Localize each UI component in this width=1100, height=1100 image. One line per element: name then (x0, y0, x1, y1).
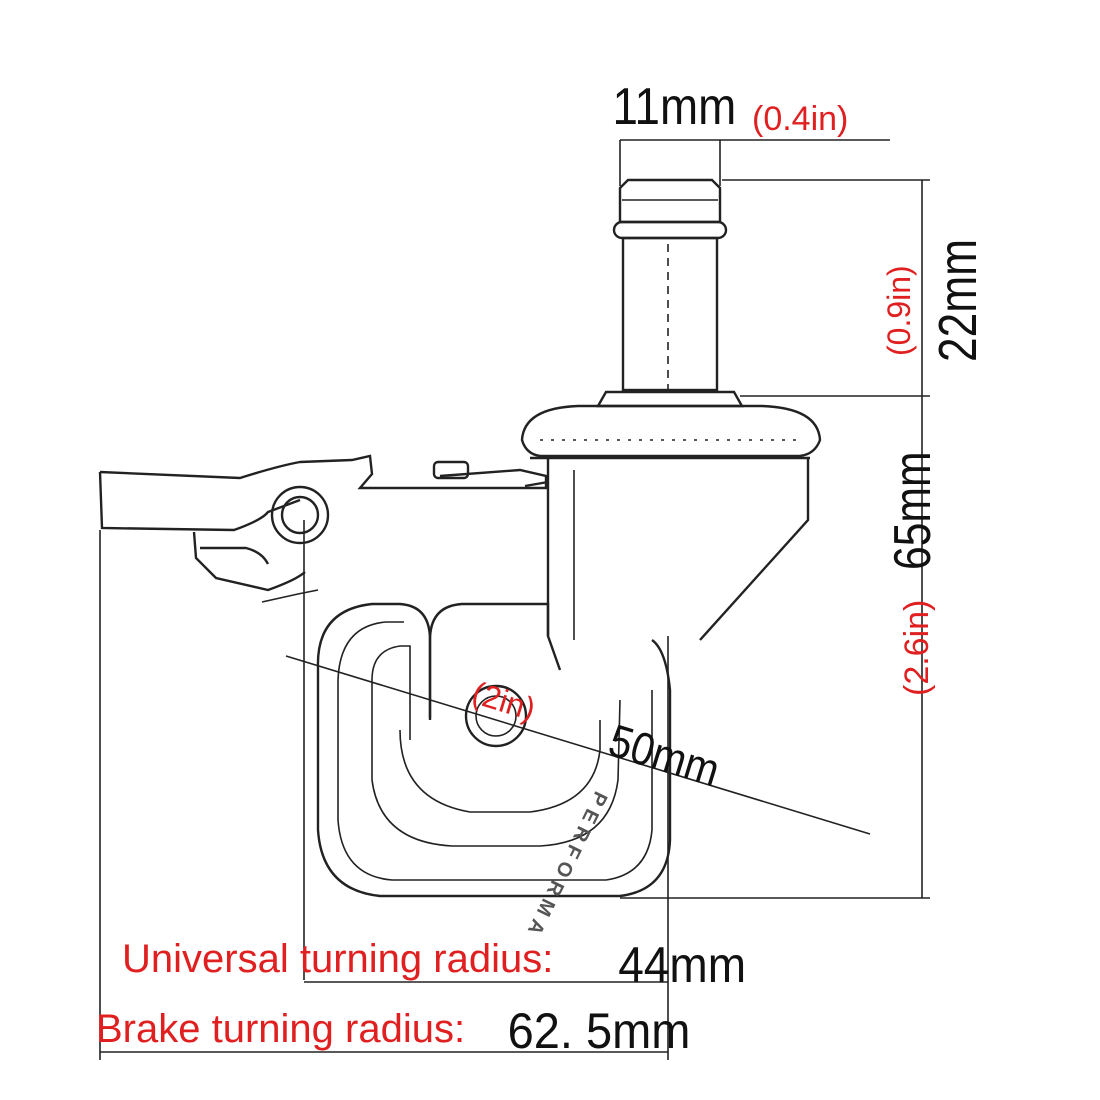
stem-height-imperial: (0.9in) (881, 265, 917, 356)
brake-turning-radius-label: Brake turning radius: (96, 1007, 465, 1051)
brake-turning-radius-value: 62. 5mm (508, 1004, 691, 1060)
wheel-diameter-annotation: (2in) 50mm (468, 674, 725, 797)
fork-body (524, 458, 810, 671)
brake-turning-radius-annotation: Brake turning radius: 62. 5mm (96, 1004, 690, 1060)
universal-turning-radius-value: 44mm (618, 938, 746, 993)
wheel-diameter-imperial: (2in) (468, 674, 540, 727)
wheel-diameter-metric: 50mm (603, 715, 725, 797)
universal-turning-radius-annotation: Universal turning radius: 44mm (122, 937, 746, 993)
universal-turning-radius-label: Universal turning radius: (122, 937, 553, 981)
total-height-metric: 65mm (884, 452, 942, 570)
stem-width-metric: 11mm (612, 78, 736, 135)
stem-width-imperial: (0.4in) (752, 100, 848, 138)
dimension-lines (99, 139, 930, 1060)
stem-height-metric: 22mm (928, 239, 988, 362)
stem-width-annotation: 11mm (0.4in) (612, 78, 848, 138)
stem (612, 178, 728, 392)
caster-drawing: PERFORMA (98, 139, 930, 1060)
wheel: PERFORMA (316, 602, 672, 943)
stem-height-annotation: (0.9in) 22mm (881, 239, 988, 362)
total-height-imperial: (2.6in) (898, 600, 936, 696)
swivel-plate (520, 390, 822, 460)
total-height-annotation: (2.6in) 65mm (884, 452, 942, 696)
brake-lever (98, 454, 548, 603)
